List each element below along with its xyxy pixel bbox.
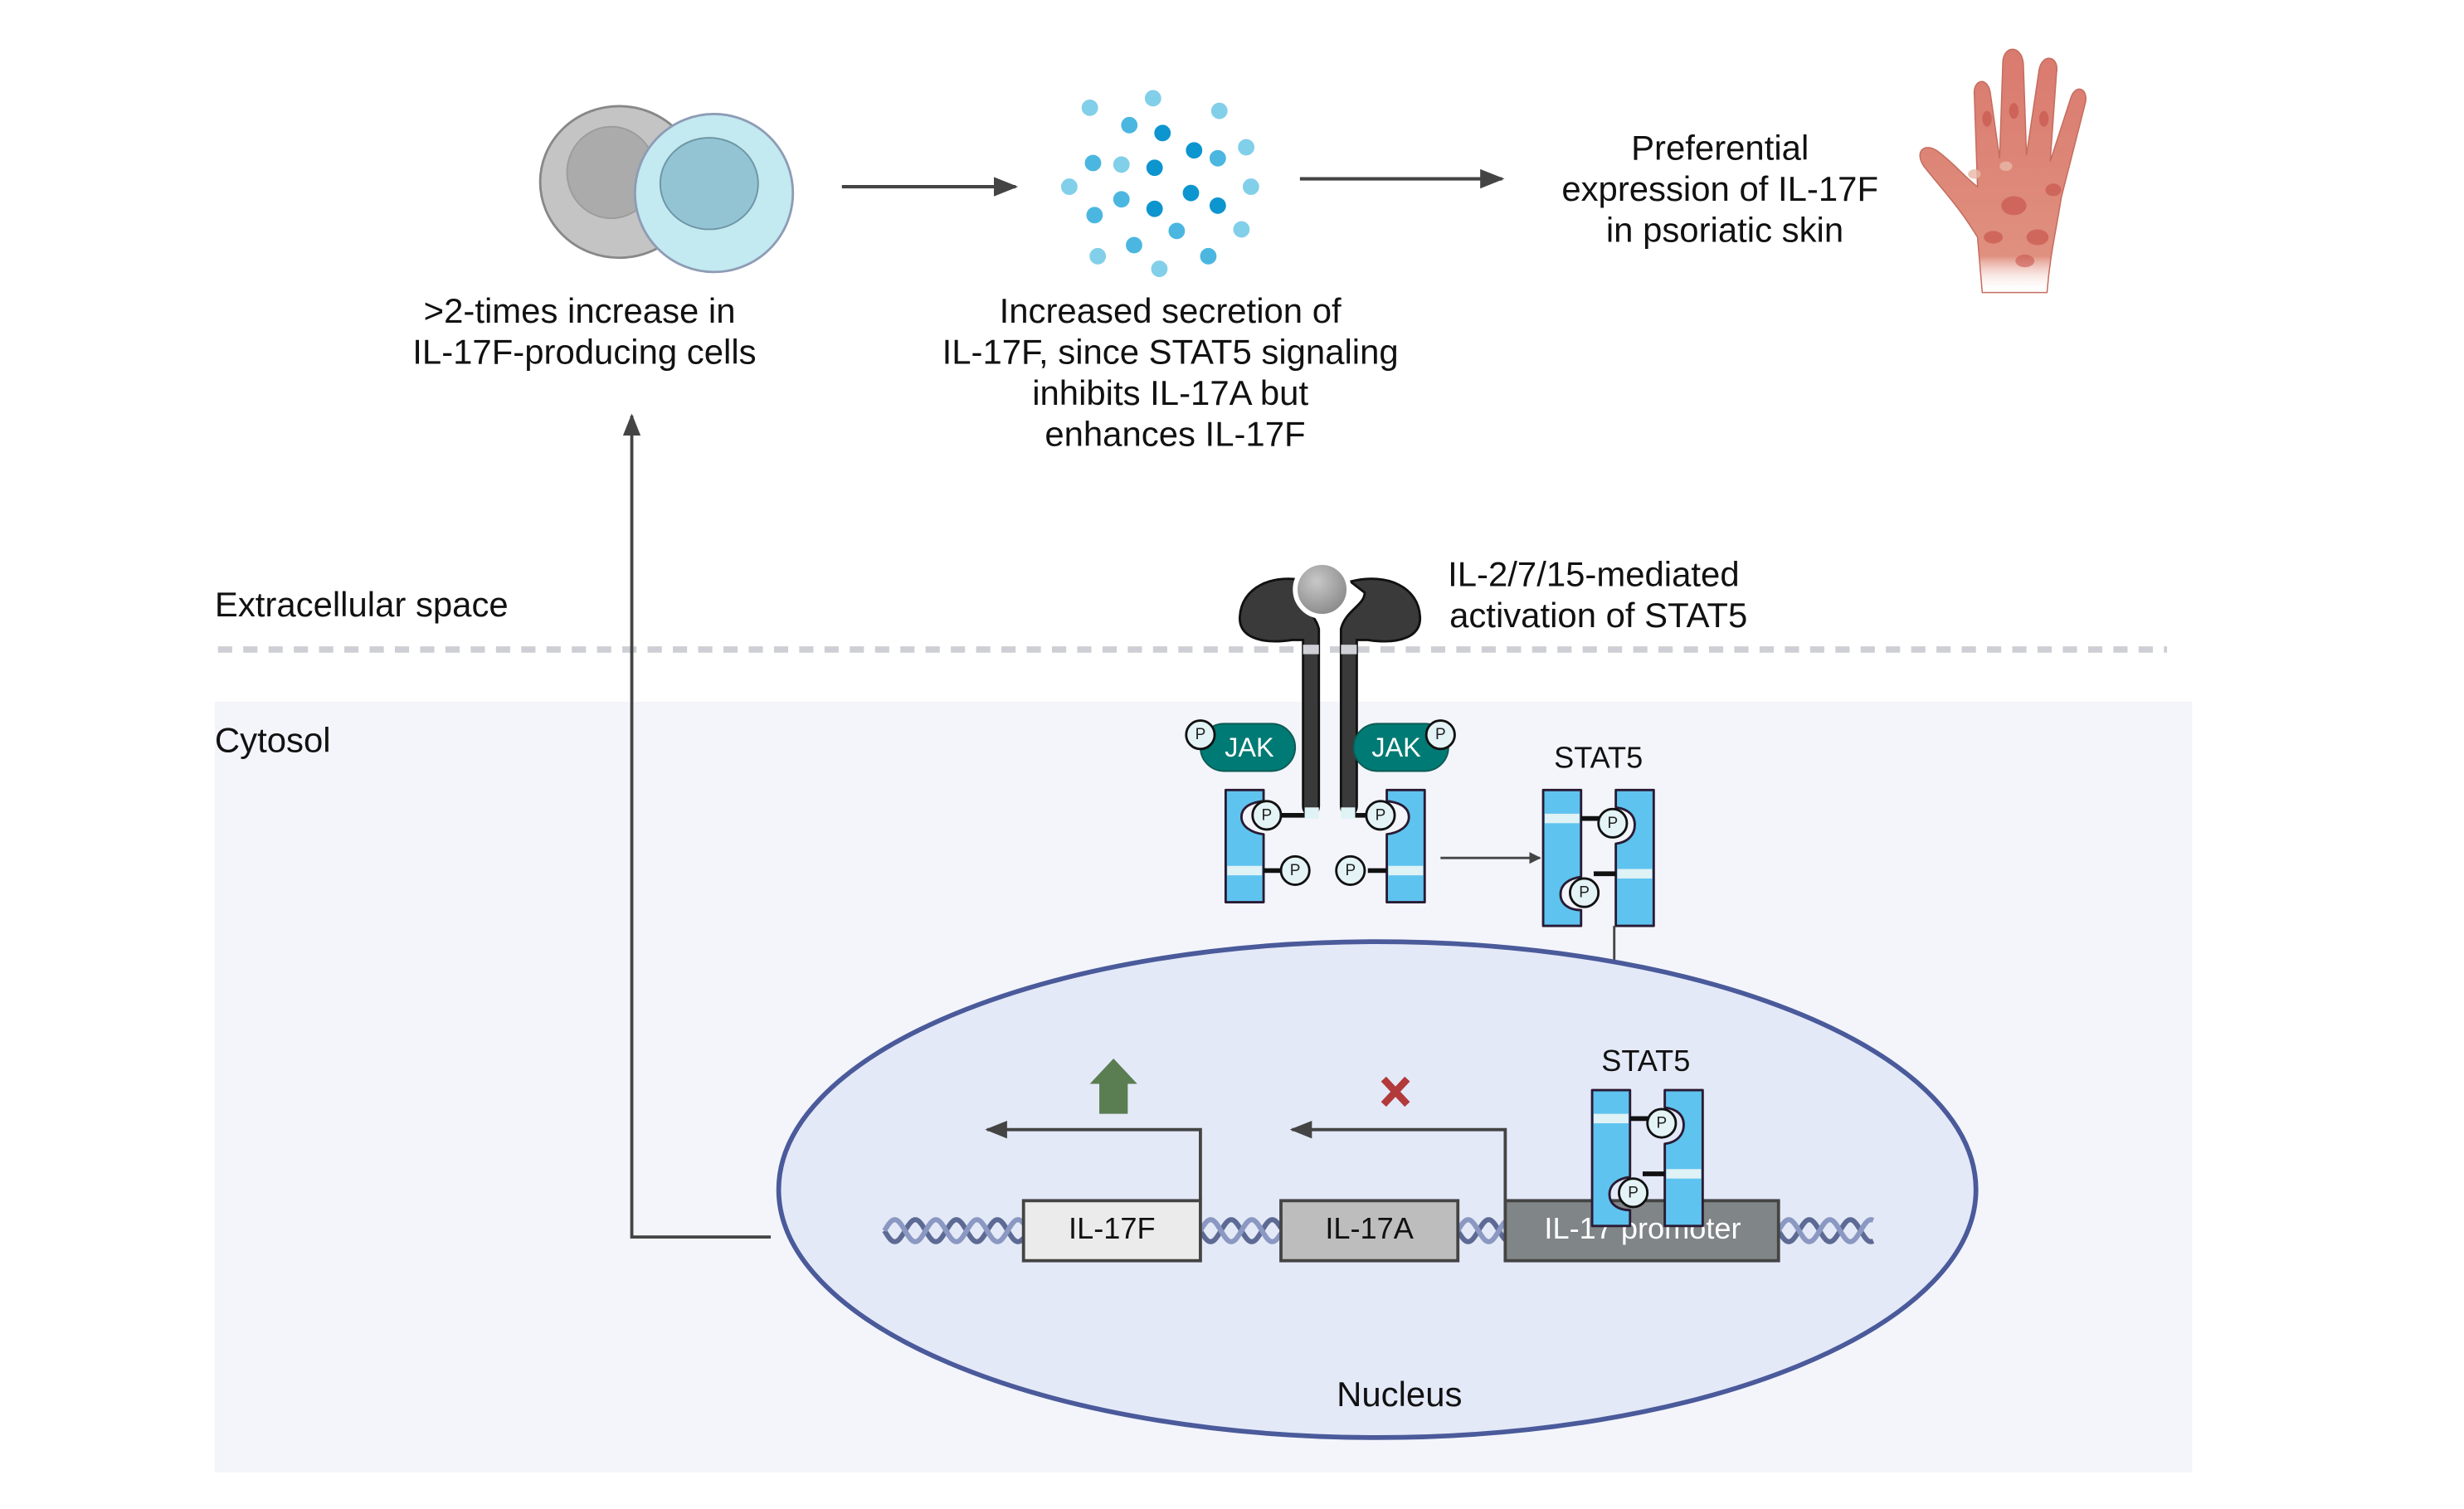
nucleus xyxy=(776,939,1979,1440)
cytokine-dot xyxy=(1150,260,1169,279)
stat5-monomer-left: P P xyxy=(1224,788,1311,903)
stat5-nucleus-label: STAT5 xyxy=(1601,1044,1690,1078)
cytokine-dot xyxy=(1080,98,1099,117)
dna-strand xyxy=(1198,1217,1283,1244)
cytokine-dot xyxy=(1208,196,1227,215)
cytokine-dot xyxy=(1124,236,1144,255)
jak-left-label: JAK xyxy=(1225,733,1274,762)
cytokine-dot xyxy=(1185,141,1204,160)
cytokine-dot xyxy=(1199,246,1218,265)
dna-strand xyxy=(1455,1217,1507,1244)
cytokine-receptor xyxy=(1239,577,1421,819)
extracellular-label: Extracellular space xyxy=(215,585,509,624)
cytokine-dot xyxy=(1241,178,1260,197)
cytokine-dot xyxy=(1145,199,1164,218)
skin-caption-line-1: Preferential xyxy=(1631,129,1809,168)
jak-left: JAK P xyxy=(1185,719,1297,772)
secretion-caption: Increased secretion of IL-17F, since STA… xyxy=(942,291,1409,453)
phospho-group: P xyxy=(1657,1115,1668,1132)
gene-il17a: IL-17A xyxy=(1279,1199,1460,1263)
psoriatic-hand-icon xyxy=(1919,48,2087,294)
jak-right: JAK P xyxy=(1352,719,1456,772)
stat5-dimer-nucleus: PP xyxy=(1590,1088,1704,1228)
skin-caption-line-3: in psoriatic skin xyxy=(1606,211,1843,250)
transcription-arrow-il17a xyxy=(1289,1121,1507,1201)
jak-left-phospho: P xyxy=(1195,726,1206,743)
cytokine-dot xyxy=(1088,246,1108,265)
dna-strand xyxy=(882,1217,1025,1244)
arrow-nucleus-to-cells xyxy=(622,413,772,1239)
cells-caption-line-1: >2-times increase in xyxy=(424,291,736,330)
il17-promoter-label: IL-17 promoter xyxy=(1544,1211,1741,1245)
cytokine-dot xyxy=(1059,178,1079,197)
gene-il17a-label: IL-17A xyxy=(1325,1211,1414,1245)
cytokine-dot xyxy=(1120,115,1139,134)
cytokine-dot xyxy=(1085,206,1104,225)
phospho-group: P xyxy=(1628,1184,1639,1201)
cytokine-dot xyxy=(1143,89,1162,108)
cytokine-dot xyxy=(1112,155,1131,174)
cytokine-dot xyxy=(1145,158,1164,178)
receptor-caption-line-2: activation of STAT5 xyxy=(1449,596,1747,635)
secretion-caption-line-4: enhances IL-17F xyxy=(1045,414,1305,453)
receptor-caption: IL-2/7/15-mediated activation of STAT5 xyxy=(1448,555,1749,635)
dna-strand xyxy=(1455,1217,1507,1244)
skin-caption: Preferential expression of IL-17F in pso… xyxy=(1561,129,1887,250)
inhibition-x-icon xyxy=(1381,1076,1410,1107)
cytokine-secretion-icon xyxy=(1059,89,1260,279)
il17-promoter: IL-17 promoter xyxy=(1503,1199,1780,1263)
dna-strand xyxy=(1776,1217,1875,1244)
cells-caption-line-2: IL-17F-producing cells xyxy=(412,332,756,371)
gene-il17f: IL-17F xyxy=(1021,1199,1202,1263)
cells-caption: >2-times increase in IL-17F-producing ce… xyxy=(412,291,756,372)
cytokine-dot xyxy=(1237,138,1256,157)
dna-helix xyxy=(882,1217,1875,1244)
stat5-monomer xyxy=(1541,788,1583,927)
cytokine-dot xyxy=(1153,124,1172,143)
cytokine-dot xyxy=(1208,148,1227,168)
stat5-monomer xyxy=(1614,788,1655,927)
stat5-right-phospho-2: P xyxy=(1345,862,1356,879)
stat5-cytosol-label: STAT5 xyxy=(1554,741,1643,775)
dna-strand xyxy=(1776,1217,1875,1244)
stat5-monomer xyxy=(1663,1088,1704,1228)
upregulation-arrow-icon xyxy=(1089,1058,1137,1114)
dna-strand xyxy=(882,1217,1025,1244)
stat5-monomer-right: P P xyxy=(1335,788,1426,903)
phospho-group: P xyxy=(1579,884,1590,902)
receptor-caption-line-1: IL-2/7/15-mediated xyxy=(1448,555,1740,594)
nucleus-label: Nucleus xyxy=(1337,1375,1462,1414)
gene-il17f-label: IL-17F xyxy=(1069,1211,1156,1245)
secretion-caption-line-1: Increased secretion of xyxy=(1000,291,1342,330)
stat5-right-phospho-1: P xyxy=(1376,806,1386,824)
cytokine-dot xyxy=(1083,153,1103,173)
stat5-left-phospho-2: P xyxy=(1290,862,1301,879)
jak-right-label: JAK xyxy=(1371,733,1421,762)
cytokine-ligand xyxy=(1293,560,1351,619)
stat5-dimer-cytosol: PP xyxy=(1541,788,1655,927)
stat5-monomer xyxy=(1590,1088,1632,1228)
cytokine-dot xyxy=(1181,183,1200,202)
cells-icon xyxy=(538,105,795,274)
phospho-group: P xyxy=(1607,815,1618,832)
cytokine-dot xyxy=(1210,101,1229,120)
stat5-left-phospho-1: P xyxy=(1262,806,1273,824)
transcription-arrow-il17f xyxy=(985,1121,1202,1201)
jak-right-phospho: P xyxy=(1435,726,1446,743)
cytokine-dot xyxy=(1232,220,1251,239)
secretion-caption-line-2: IL-17F, since STAT5 signaling xyxy=(942,332,1399,371)
cytosol-label: Cytosol xyxy=(215,721,331,760)
skin-caption-line-2: expression of IL-17F xyxy=(1561,169,1878,208)
secretion-caption-line-3: inhibits IL-17A but xyxy=(1032,373,1308,412)
cytokine-dot xyxy=(1167,221,1186,241)
cytokine-dot xyxy=(1112,190,1131,209)
